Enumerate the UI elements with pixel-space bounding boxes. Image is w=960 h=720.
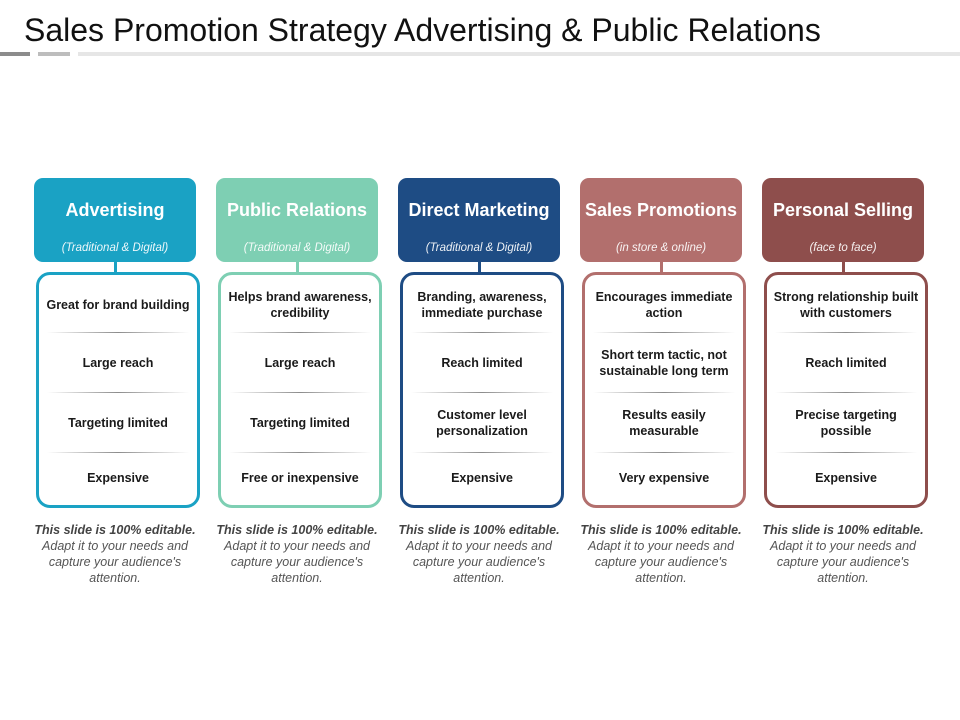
- connector: [842, 262, 845, 272]
- divider: [411, 452, 553, 453]
- column-subtitle: (Traditional & Digital): [425, 242, 533, 254]
- divider: [229, 452, 371, 453]
- note-bold: This slide is 100% editable.: [580, 523, 742, 537]
- divider: [411, 392, 553, 393]
- column-subtitle: (Traditional & Digital): [243, 242, 351, 254]
- column-advertising: Advertising (Traditional & Digital) Grea…: [34, 178, 200, 618]
- editable-note: This slide is 100% editable. Adapt it to…: [398, 522, 560, 586]
- title-underline-segment: [38, 52, 70, 56]
- column-header: Direct Marketing (Traditional & Digital): [398, 178, 560, 262]
- connector: [114, 262, 117, 272]
- note-bold: This slide is 100% editable.: [398, 523, 560, 537]
- column-subtitle: (in store & online): [615, 242, 707, 254]
- divider: [593, 332, 735, 333]
- column-title: Public Relations: [226, 199, 368, 220]
- column-public-relations: Public Relations (Traditional & Digital)…: [216, 178, 382, 618]
- column-title: Sales Promotions: [584, 199, 738, 220]
- feature-item: Large reach: [82, 356, 154, 370]
- feature-item: Results easily measurable: [622, 408, 706, 438]
- column-body: Encourages immediate action Short term t…: [582, 272, 746, 508]
- feature-item: Strong relationship built with customers: [773, 290, 919, 320]
- column-header: Public Relations (Traditional & Digital): [216, 178, 378, 262]
- feature-item: Free or inexpensive: [241, 471, 359, 485]
- feature-item: Expensive: [87, 471, 149, 485]
- divider: [229, 392, 371, 393]
- feature-item: Expensive: [451, 471, 513, 485]
- column-body: Great for brand building Large reach Tar…: [36, 272, 200, 508]
- note-text: Adapt it to your needs and capture your …: [42, 539, 188, 585]
- column-body: Helps brand awareness, credibility Large…: [218, 272, 382, 508]
- column-title: Direct Marketing: [408, 199, 550, 220]
- connector: [660, 262, 663, 272]
- feature-item: Encourages immediate action: [595, 290, 733, 320]
- feature-item: Large reach: [264, 356, 336, 370]
- editable-note: This slide is 100% editable. Adapt it to…: [580, 522, 742, 586]
- feature-item: Very expensive: [618, 471, 710, 485]
- feature-item: Reach limited: [805, 356, 887, 370]
- page-title: Sales Promotion Strategy Advertising & P…: [24, 12, 821, 48]
- divider: [775, 452, 917, 453]
- column-subtitle: (face to face): [809, 242, 877, 254]
- divider: [593, 452, 735, 453]
- divider: [47, 452, 189, 453]
- feature-item: Expensive: [815, 471, 877, 485]
- note-text: Adapt it to your needs and capture your …: [770, 539, 916, 585]
- feature-item: Customer level personalization: [436, 408, 528, 438]
- title-underline: [78, 52, 960, 56]
- connector: [478, 262, 481, 272]
- divider: [775, 332, 917, 333]
- note-bold: This slide is 100% editable.: [216, 523, 378, 537]
- feature-item: Precise targeting possible: [795, 408, 897, 438]
- editable-note: This slide is 100% editable. Adapt it to…: [34, 522, 196, 586]
- column-body: Branding, awareness, immediate purchase …: [400, 272, 564, 508]
- column-body: Strong relationship built with customers…: [764, 272, 928, 508]
- divider: [47, 332, 189, 333]
- column-direct-marketing: Direct Marketing (Traditional & Digital)…: [398, 178, 564, 618]
- note-bold: This slide is 100% editable.: [34, 523, 196, 537]
- feature-item: Targeting limited: [250, 416, 350, 430]
- feature-item: Reach limited: [441, 356, 523, 370]
- divider: [593, 392, 735, 393]
- editable-note: This slide is 100% editable. Adapt it to…: [216, 522, 378, 586]
- note-text: Adapt it to your needs and capture your …: [406, 539, 552, 585]
- divider: [411, 332, 553, 333]
- note-text: Adapt it to your needs and capture your …: [224, 539, 370, 585]
- note-text: Adapt it to your needs and capture your …: [588, 539, 734, 585]
- divider: [229, 332, 371, 333]
- divider: [775, 392, 917, 393]
- note-bold: This slide is 100% editable.: [762, 523, 924, 537]
- connector: [296, 262, 299, 272]
- feature-item: Great for brand building: [46, 298, 190, 312]
- column-title: Advertising: [65, 199, 165, 220]
- column-header: Sales Promotions (in store & online): [580, 178, 742, 262]
- feature-item: Branding, awareness, immediate purchase: [417, 290, 547, 320]
- divider: [47, 392, 189, 393]
- column-sales-promotions: Sales Promotions (in store & online) Enc…: [580, 178, 746, 618]
- column-header: Advertising (Traditional & Digital): [34, 178, 196, 262]
- column-subtitle: (Traditional & Digital): [61, 242, 169, 254]
- feature-item: Short term tactic, not sustainable long …: [599, 348, 729, 378]
- editable-note: This slide is 100% editable. Adapt it to…: [762, 522, 924, 586]
- feature-item: Targeting limited: [68, 416, 168, 430]
- column-personal-selling: Personal Selling (face to face) Strong r…: [762, 178, 928, 618]
- feature-item: Helps brand awareness, credibility: [228, 290, 372, 320]
- column-title: Personal Selling: [772, 199, 914, 220]
- title-underline-segment: [0, 52, 30, 56]
- column-header: Personal Selling (face to face): [762, 178, 924, 262]
